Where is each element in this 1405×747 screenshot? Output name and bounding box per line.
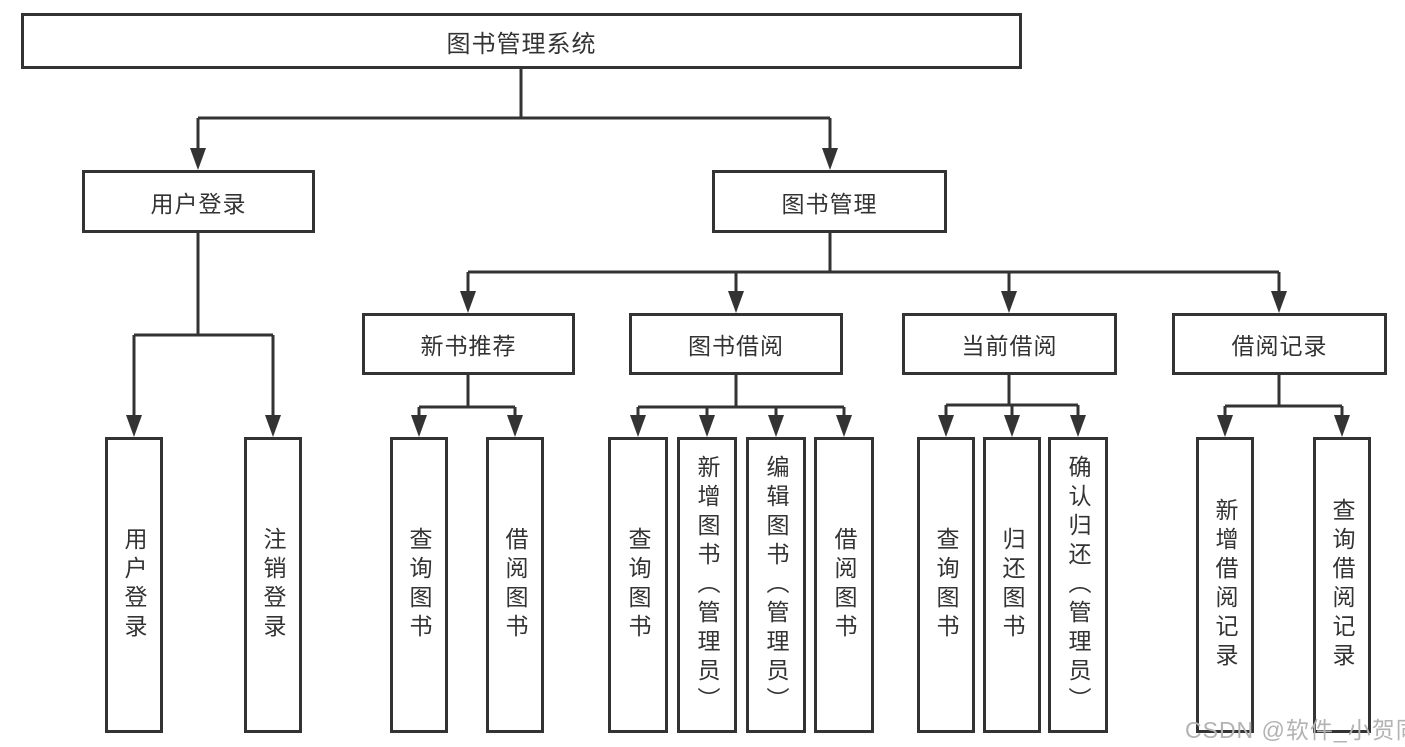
leaf-cb-return-books: 归还图书 [983, 437, 1041, 733]
leaf-user-login: 用户登录 [105, 437, 163, 733]
leaf-cb-return-books-label: 归还图书 [999, 527, 1025, 643]
leaf-br-add-record: 新增借阅记录 [1196, 437, 1254, 733]
node-borrowing-records-label: 借阅记录 [1231, 333, 1328, 359]
node-new-book-recommendation-label: 新书推荐 [420, 333, 517, 359]
leaf-cb-query-books: 查询图书 [917, 437, 975, 733]
leaf-bb-edit-books-admin: 编辑图书（管理员） [746, 437, 806, 733]
leaf-bb-add-books-admin: 新增图书（管理员） [677, 437, 737, 733]
leaf-bb-query-books: 查询图书 [608, 437, 668, 733]
watermark: CSDN @软件_小贺同学 [1185, 717, 1405, 743]
leaf-bb-query-books-label: 查询图书 [625, 527, 651, 643]
node-book-borrowing-label: 图书借阅 [688, 333, 784, 359]
node-user-login-label: 用户登录 [150, 190, 247, 217]
node-library-system-label: 图书管理系统 [446, 30, 597, 58]
leaf-bb-borrow-books: 借阅图书 [814, 437, 874, 733]
node-current-borrowing-label: 当前借阅 [961, 333, 1058, 359]
leaf-br-query-record: 查询借阅记录 [1313, 437, 1371, 733]
node-current-borrowing: 当前借阅 [902, 313, 1117, 375]
leaf-nbr-query-books: 查询图书 [390, 437, 448, 733]
leaf-bb-add-books-admin-label: 新增图书（管理员） [694, 454, 720, 716]
leaf-nbr-borrow-books-label: 借阅图书 [502, 527, 528, 643]
node-user-login: 用户登录 [82, 170, 315, 233]
node-new-book-recommendation: 新书推荐 [362, 313, 575, 375]
leaf-bb-borrow-books-label: 借阅图书 [831, 527, 857, 643]
node-book-management: 图书管理 [712, 170, 947, 233]
node-book-management-label: 图书管理 [781, 190, 878, 217]
leaf-cb-query-books-label: 查询图书 [933, 527, 959, 643]
node-library-system: 图书管理系统 [21, 13, 1022, 69]
leaf-br-query-record-label: 查询借阅记录 [1329, 498, 1355, 672]
leaf-br-add-record-label: 新增借阅记录 [1212, 498, 1238, 672]
leaf-logout-label: 注销登录 [260, 527, 286, 643]
leaf-nbr-borrow-books: 借阅图书 [486, 437, 544, 733]
leaf-cb-confirm-return-admin-label: 确认归还（管理员） [1065, 454, 1091, 716]
leaf-user-login-label: 用户登录 [121, 527, 147, 643]
leaf-nbr-query-books-label: 查询图书 [406, 527, 432, 643]
leaf-logout: 注销登录 [244, 437, 302, 733]
node-book-borrowing: 图书借阅 [629, 313, 843, 375]
node-borrowing-records: 借阅记录 [1172, 313, 1387, 375]
leaf-bb-edit-books-admin-label: 编辑图书（管理员） [763, 454, 789, 716]
leaf-cb-confirm-return-admin: 确认归还（管理员） [1048, 437, 1108, 733]
